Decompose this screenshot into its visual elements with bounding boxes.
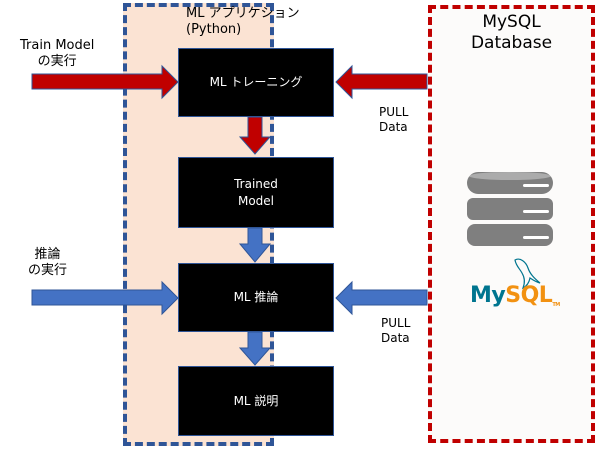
ml-application-title: ML アプリケション (Python)	[186, 6, 300, 38]
train-model-input-label: Train Model の実行	[20, 38, 95, 70]
mysql-logo-tm: TM	[552, 302, 560, 308]
pull-data-label-training: PULL Data	[379, 105, 409, 134]
mysql-dolphin-icon	[514, 258, 541, 290]
model-to-inference-arrow	[238, 227, 272, 263]
inference-input-arrow	[31, 280, 179, 316]
ml-explanation-node: ML 説明	[178, 366, 334, 436]
ml-inference-node: ML 推論	[178, 263, 334, 332]
ml-training-node: ML トレーニング	[178, 48, 334, 117]
mysql-logo-sql: SQL	[505, 283, 553, 308]
trained-model-node: Trained Model	[178, 157, 334, 228]
training-to-model-arrow	[238, 116, 272, 155]
mysql-logo: MySQLTM	[470, 283, 560, 308]
pull-data-label-inference: PULL Data	[381, 316, 411, 345]
inference-to-explanation-arrow	[238, 331, 272, 366]
database-icon	[467, 172, 553, 246]
mysql-database-title: MySQL Database	[470, 12, 553, 54]
inference-input-label: 推論 の実行	[28, 247, 68, 279]
pull-training-arrow	[335, 64, 428, 100]
mysql-logo-my: My	[470, 283, 506, 308]
train-input-arrow	[31, 64, 179, 100]
pull-inference-arrow	[335, 280, 428, 316]
